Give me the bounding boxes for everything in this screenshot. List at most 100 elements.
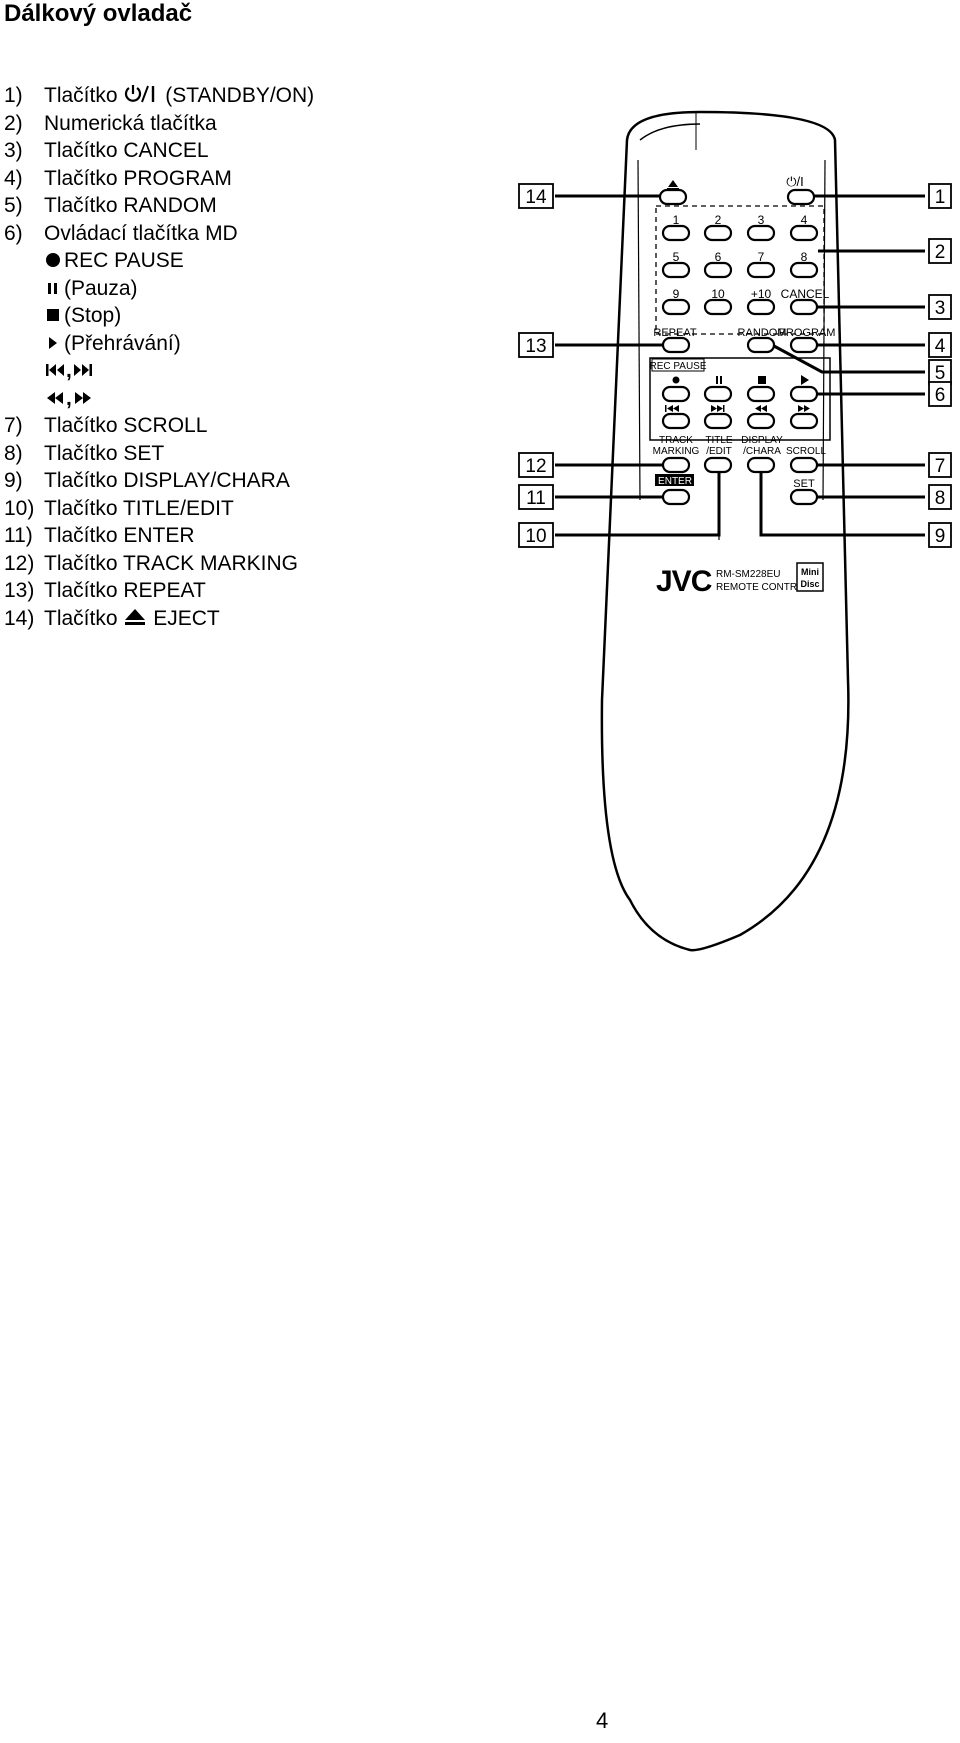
number-label: 4 [801, 213, 808, 227]
num-1-button [661, 224, 691, 242]
chara-label: /CHARA [743, 446, 781, 457]
list-item: 7)Tlačítko SCROLL [4, 412, 314, 440]
item-number: 6) [4, 221, 23, 245]
skip-prev-button [661, 412, 691, 430]
md-control-item: (Přehrávání) [4, 330, 314, 358]
callout-11: 11 [526, 488, 546, 509]
rewind-button [746, 412, 776, 430]
pause-button [703, 385, 733, 403]
edit-label: /EDIT [706, 446, 732, 457]
item-label: Tlačítko SET [44, 441, 165, 465]
num-10-button [703, 298, 733, 316]
item-label: Tlačítko TRACK MARKING [44, 551, 298, 575]
eject-icon [668, 180, 678, 187]
marking-label: MARKING [653, 446, 700, 457]
item-number: 2) [4, 111, 23, 135]
item-number: 5) [4, 194, 23, 217]
scroll-button [789, 456, 819, 474]
md-control-label: (Pauza) [64, 276, 138, 300]
num-7-button [746, 261, 776, 279]
md-control-item: (Stop) [4, 302, 314, 330]
rec-pause-label: REC PAUSE [649, 361, 706, 372]
item-label: Tlačítko TITLE/EDIT [44, 496, 234, 520]
item-label-suffix: (STANDBY/ON) [165, 84, 315, 107]
item-number: 12) [4, 551, 35, 575]
callout-7: 7 [935, 456, 946, 477]
eject-icon [125, 608, 146, 625]
list-item: 8) Tlačítko SET [4, 440, 314, 468]
skip-next-button [703, 412, 733, 430]
callout-4: 4 [935, 336, 946, 357]
item-label: Tlačítko [44, 606, 118, 630]
list-item: 10) Tlačítko TITLE/EDIT [4, 495, 314, 523]
fast-forward-icon [74, 391, 91, 404]
record-icon [672, 376, 680, 384]
item-number: 9) [4, 469, 23, 492]
callout-8: 8 [935, 488, 946, 509]
skip-next-icon [73, 364, 92, 376]
stop-icon [47, 309, 59, 321]
callout-2: 2 [935, 242, 946, 263]
item-label: Tlačítko CANCEL [44, 139, 209, 162]
item-label: Numerická tlačítka [44, 111, 217, 135]
number-label: +10 [751, 287, 772, 301]
list-item: 12) Tlačítko TRACK MARKING [4, 550, 314, 578]
callout-1: 1 [935, 187, 946, 208]
item-label: Tlačítko ENTER [44, 524, 195, 547]
cancel-button [789, 298, 819, 316]
enter-button [661, 488, 691, 506]
list-item: 2) Numerická tlačítka [4, 110, 314, 138]
skip-next-icon [711, 405, 725, 412]
num-9-button [661, 298, 691, 316]
list-item: 5)Tlačítko RANDOM [4, 192, 314, 220]
title-edit-button [703, 456, 733, 474]
enter-label: ENTER [658, 476, 692, 487]
skip-previous-icon [665, 405, 679, 412]
number-label: 2 [715, 213, 722, 227]
eject-button [658, 188, 688, 206]
number-label: 10 [711, 287, 725, 301]
item-label: Tlačítko DISPLAY/CHARA [44, 469, 290, 492]
random-label: RANDOM [738, 327, 787, 339]
separator-comma: , [66, 359, 72, 382]
item-label: Tlačítko PROGRAM [44, 166, 232, 190]
callout-14: 14 [525, 187, 547, 208]
rewind-icon [755, 405, 767, 412]
remote-body [600, 110, 850, 952]
numeric-keypad-frame [655, 205, 825, 335]
number-label: 8 [801, 250, 808, 264]
page-title: Dálkový ovladač [4, 0, 193, 27]
md-control-item: REC PAUSE [4, 247, 314, 275]
play-button [789, 385, 819, 403]
minidisc-logo [796, 562, 824, 592]
item-label: Ovládací tlačítka MD [44, 221, 238, 245]
md-control-label: REC PAUSE [64, 249, 184, 272]
standby-button [786, 188, 816, 206]
pause-icon [48, 282, 57, 294]
skip-previous-icon [46, 364, 64, 376]
list-item: 14) Tlačítko EJECT [4, 605, 314, 633]
list-item: 11)Tlačítko ENTER [4, 522, 314, 550]
md-control-label: (Přehrávání) [64, 331, 181, 355]
item-number: 10) [4, 496, 35, 520]
rec-pause-button [661, 385, 691, 403]
item-label-suffix: EJECT [153, 606, 220, 630]
stop-icon [758, 376, 766, 384]
legend-list: 1)Tlačítko (STANDBY/ON) 2)Numerická tlač… [4, 82, 314, 632]
list-item: 13)Tlačítko REPEAT [4, 577, 314, 605]
play-icon [49, 336, 57, 349]
callout-3: 3 [935, 298, 946, 319]
list-item: 3) Tlačítko CANCEL [4, 137, 314, 165]
number-label: 6 [715, 250, 722, 264]
cancel-label: CANCEL [781, 287, 830, 301]
item-number: 14) [4, 606, 35, 630]
item-number: 3) [4, 139, 23, 162]
random-button [746, 336, 776, 354]
set-button [789, 488, 819, 506]
display-label: DISPLAY [741, 435, 783, 446]
item-number: 8) [4, 441, 23, 465]
number-label: 9 [673, 287, 680, 301]
callout-9: 9 [935, 526, 946, 547]
list-item: 9) Tlačítko DISPLAY/CHARA [4, 467, 314, 495]
